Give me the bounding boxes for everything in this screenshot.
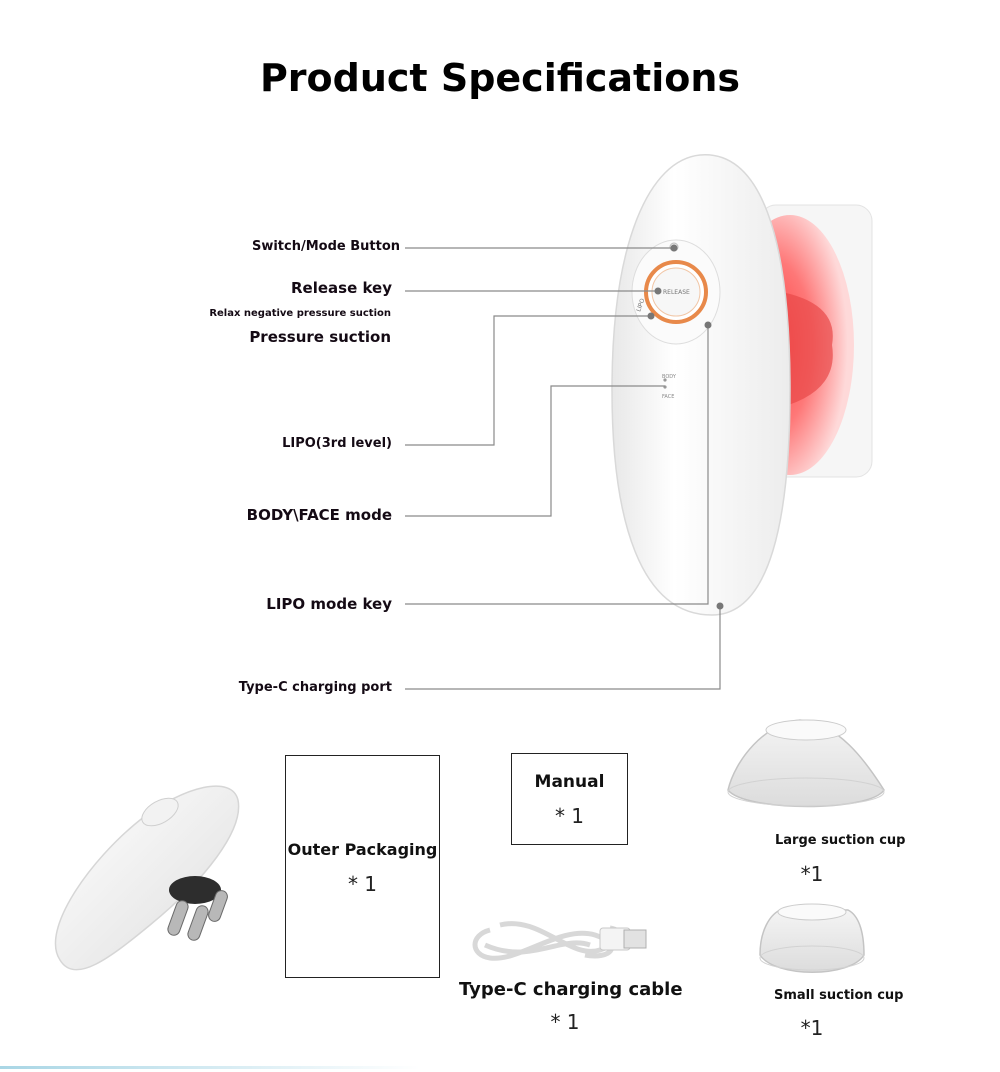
large-suction-cup-image: [727, 719, 885, 808]
release-print: RELEASE: [663, 289, 690, 296]
large-suction-cup-qty: *1: [800, 862, 824, 886]
massager-head-image: [54, 785, 240, 971]
callout-type-c-charging-port: Type-C charging port: [238, 680, 392, 695]
type-c-plug-image: [599, 927, 647, 951]
large-suction-cup-label: Large suction cup: [775, 833, 906, 848]
page-title: Product Specifications: [259, 56, 741, 100]
leader-lines: [405, 247, 721, 690]
callout-relax-negative-pressure: Relax negative pressure suction: [209, 308, 391, 319]
leader-dots: [647, 244, 724, 610]
cable-qty: * 1: [550, 1010, 580, 1034]
small-suction-cup-qty: *1: [800, 1016, 824, 1040]
callout-body-face-mode: BODY\FACE mode: [246, 506, 392, 524]
callout-pressure-suction: Pressure suction: [249, 328, 391, 346]
manual-label: Manual: [534, 772, 605, 792]
type-c-cable-image: [472, 921, 622, 961]
face-print: FACE: [662, 394, 674, 400]
callout-switch-mode-button: Switch/Mode Button: [251, 239, 400, 254]
manual-qty: * 1: [554, 804, 585, 828]
manual-box: Manual * 1: [511, 753, 628, 845]
lipo-print: LIPO: [635, 297, 646, 312]
bottom-divider: [0, 1066, 420, 1069]
body-print: BODY: [662, 374, 677, 380]
device-body: [611, 154, 791, 616]
small-suction-cup-image: [759, 903, 865, 973]
callout-lipo-level: LIPO(3rd level): [282, 436, 392, 451]
callout-lipo-mode-key: LIPO mode key: [266, 595, 392, 613]
outer-packaging-label: Outer Packaging: [287, 840, 438, 859]
callout-release-key: Release key: [290, 279, 392, 297]
outer-packaging-box: Outer Packaging * 1: [285, 755, 440, 978]
cable-label: Type-C charging cable: [459, 979, 683, 1000]
outer-packaging-qty: * 1: [347, 872, 378, 896]
small-suction-cup-label: Small suction cup: [774, 988, 904, 1003]
